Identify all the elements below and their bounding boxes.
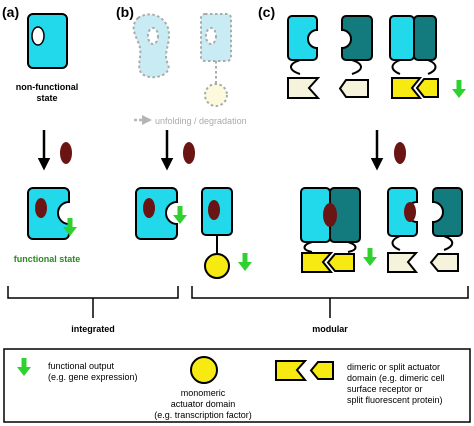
legend-monomeric-line2: actuator domain [171,399,236,409]
functional-sensor-b [135,187,178,240]
ligand-b [183,142,195,164]
ligand-c [394,142,406,164]
panel-label-c: (c) [258,4,275,20]
integrated-bracket [7,286,179,318]
output-arrow-c-top [452,80,466,98]
modular-bracket [191,286,469,318]
legend-output-line2: (e.g. gene expression) [48,372,138,382]
sensor-with-monomeric-actuator [201,187,233,279]
modular-label: modular [312,324,348,334]
unfolding-label: unfolding / degradation [155,116,247,126]
legend-monomeric-line1: monomeric [181,388,226,398]
degraded-sensor-ghost [200,13,232,107]
legend-box [3,348,471,423]
nonfunctional-label-line2: state [36,93,57,103]
panel-label-a: (a) [2,4,19,20]
nonfunctional-sensor [27,13,68,69]
split-sensor-left-inactive [287,15,321,99]
legend-dimeric-line2: domain (e.g. dimeric cell [347,373,445,383]
legend-output-line1: functional output [48,361,115,371]
panel-label-b: (b) [116,4,134,20]
legend-dimeric-line3: surface receptor or [347,384,423,394]
output-arrow-b-actuator [238,253,252,271]
legend-monomeric-line3: (e.g. transcription factor) [154,410,252,420]
integrated-label: integrated [71,324,115,334]
legend-dimeric-line4: split fluorescent protein) [347,395,443,405]
legend-dimeric-line1: dimeric or split actuator [347,362,440,372]
functional-state-label: functional state [14,254,81,264]
nonfunctional-label-line1: non-functional [16,82,79,92]
split-sensor-left-bound [387,187,419,273]
legend-monomeric-circle [190,356,218,384]
split-sensor-right-unbound [429,187,463,272]
split-sensor-right-inactive [338,15,373,98]
output-arrow-b [173,206,187,224]
legend-dimeric-shapes [275,360,334,381]
split-sensor-dimer-active [389,15,439,99]
output-arrow-c-bottom [363,248,377,266]
ligand-bridged-dimer [300,187,361,273]
functional-sensor-a [27,187,70,240]
unfolded-sensor-ghost [132,13,170,79]
ligand-a [60,142,72,164]
